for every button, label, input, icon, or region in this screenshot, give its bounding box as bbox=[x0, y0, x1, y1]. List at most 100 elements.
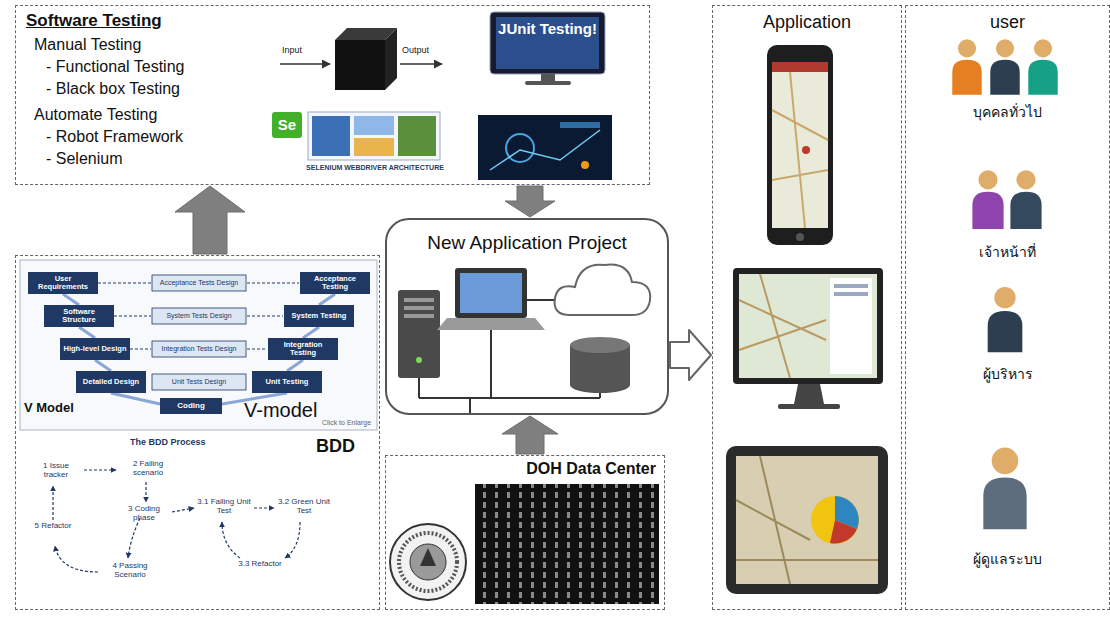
junit-monitor bbox=[490, 12, 605, 85]
selenium-figure bbox=[308, 112, 440, 160]
application-panel: Application bbox=[712, 5, 902, 610]
black-box-figure bbox=[280, 63, 330, 65]
v-model-figure bbox=[79, 327, 95, 338]
figure-label: The BDD Process bbox=[130, 438, 206, 448]
figure-label: Se bbox=[272, 112, 302, 138]
test-screenshot bbox=[581, 161, 589, 169]
v-model-figure bbox=[284, 305, 354, 327]
v-model-figure bbox=[287, 360, 303, 371]
node-heading: New Application Project bbox=[387, 232, 667, 254]
black-box-figure bbox=[280, 28, 442, 90]
bdd-cycle bbox=[53, 470, 300, 572]
test-screenshot bbox=[560, 122, 600, 128]
test-screenshot bbox=[478, 115, 612, 180]
block-arrow bbox=[505, 186, 555, 217]
phone bbox=[802, 146, 810, 154]
server-tower bbox=[404, 314, 434, 318]
v-model-figure bbox=[28, 272, 370, 414]
black-box-figure bbox=[400, 63, 442, 65]
laptop bbox=[437, 318, 545, 330]
figure-label: 4 Passing Scenario bbox=[100, 562, 160, 580]
v-model-figure bbox=[319, 294, 335, 305]
user-figures bbox=[988, 287, 1023, 352]
node-text: บุคคลทั่วไป bbox=[906, 104, 1109, 120]
node-text: - Robot Framework bbox=[46, 128, 183, 146]
desktop-monitor bbox=[794, 384, 824, 404]
node-text: - Black box Testing bbox=[46, 80, 180, 98]
figure-label: System Testing bbox=[284, 305, 354, 327]
laptop bbox=[455, 268, 527, 318]
server-tower bbox=[404, 306, 434, 310]
selenium-figure bbox=[398, 116, 436, 156]
v-model-figure bbox=[114, 316, 151, 317]
tablet bbox=[726, 446, 888, 594]
user-figures bbox=[952, 39, 981, 95]
figure-label: Detailed Design bbox=[76, 371, 146, 393]
phone bbox=[772, 62, 828, 72]
bdd-cycle bbox=[55, 546, 98, 572]
desktop-monitor bbox=[834, 284, 868, 288]
junit-monitor bbox=[496, 17, 599, 69]
server-racks bbox=[475, 484, 659, 604]
desktop-monitor bbox=[739, 274, 877, 378]
bdd-cycle bbox=[128, 518, 140, 558]
desktop-monitor bbox=[834, 292, 868, 296]
test-screenshot bbox=[490, 130, 600, 170]
database bbox=[570, 337, 630, 353]
node-text: ผู้บริหาร bbox=[906, 366, 1109, 382]
node-heading: Application bbox=[713, 12, 901, 33]
block-arrow bbox=[502, 416, 558, 454]
v-model-figure bbox=[152, 374, 246, 390]
test-screenshot bbox=[506, 134, 534, 162]
v-model-figure bbox=[60, 338, 130, 360]
junit-monitor bbox=[525, 81, 571, 85]
node-text: - Functional Testing bbox=[46, 58, 184, 76]
bdd-cycle bbox=[84, 469, 116, 470]
v-model-figure bbox=[63, 294, 79, 305]
v-model-figure bbox=[160, 398, 222, 414]
bdd-cycle bbox=[145, 482, 146, 502]
user-panel: user บุคคลทั่วไปเจ้าหน้าที่ผู้บริหารผู้ดู… bbox=[905, 5, 1110, 610]
v-model-figure bbox=[300, 272, 370, 294]
figure-label: Unit Testing bbox=[252, 371, 322, 393]
selenium-figure bbox=[312, 116, 350, 156]
cloud bbox=[555, 265, 651, 315]
node-text: ผู้ดูแลระบบ bbox=[906, 551, 1109, 567]
figure-label: 3.3 Refactor bbox=[232, 560, 288, 569]
tablet bbox=[736, 456, 878, 584]
v-model-figure bbox=[247, 316, 283, 317]
doh-emblem bbox=[410, 544, 446, 580]
v-model-figure bbox=[247, 349, 267, 350]
node-text: เจ้าหน้าที่ bbox=[906, 244, 1109, 260]
figure-label: 2 Failing scenario bbox=[120, 460, 176, 478]
tablet bbox=[830, 520, 857, 544]
test-screenshot bbox=[478, 115, 612, 180]
server-tower bbox=[416, 357, 422, 363]
node-heading: user bbox=[906, 12, 1109, 33]
black-box-figure bbox=[335, 40, 385, 90]
v-model-figure bbox=[76, 371, 146, 393]
doh-emblem bbox=[420, 548, 436, 566]
desktop-monitor bbox=[733, 268, 883, 409]
doh-emblem bbox=[390, 524, 466, 600]
figure-label: Coding bbox=[160, 398, 222, 414]
figure-label: 3.1 Failing Unit Test bbox=[196, 498, 252, 516]
figure-label: 1 Issue tracker bbox=[30, 462, 82, 480]
v-model-figure bbox=[247, 283, 299, 284]
desktop-monitor bbox=[830, 278, 872, 374]
database bbox=[570, 337, 630, 393]
node-heading: V Model bbox=[24, 401, 74, 416]
tablet bbox=[736, 456, 878, 584]
selenium-figure bbox=[272, 112, 440, 160]
figure-label: User Requirements bbox=[28, 272, 98, 294]
black-box-figure bbox=[385, 28, 397, 90]
figure-label: Integration Testing bbox=[268, 338, 338, 360]
data-center-panel: DOH Data Center bbox=[385, 455, 665, 610]
node-heading: Software Testing bbox=[26, 11, 162, 31]
v-model-figure bbox=[303, 327, 319, 338]
figure-label: Acceptance Testing bbox=[300, 272, 370, 294]
node-text: V-model bbox=[244, 399, 317, 422]
tablet bbox=[811, 496, 859, 544]
figure-label: SELENIUM WEBDRIVER ARCHITECTURE bbox=[305, 164, 445, 172]
node-heading: DOH Data Center bbox=[526, 460, 656, 478]
